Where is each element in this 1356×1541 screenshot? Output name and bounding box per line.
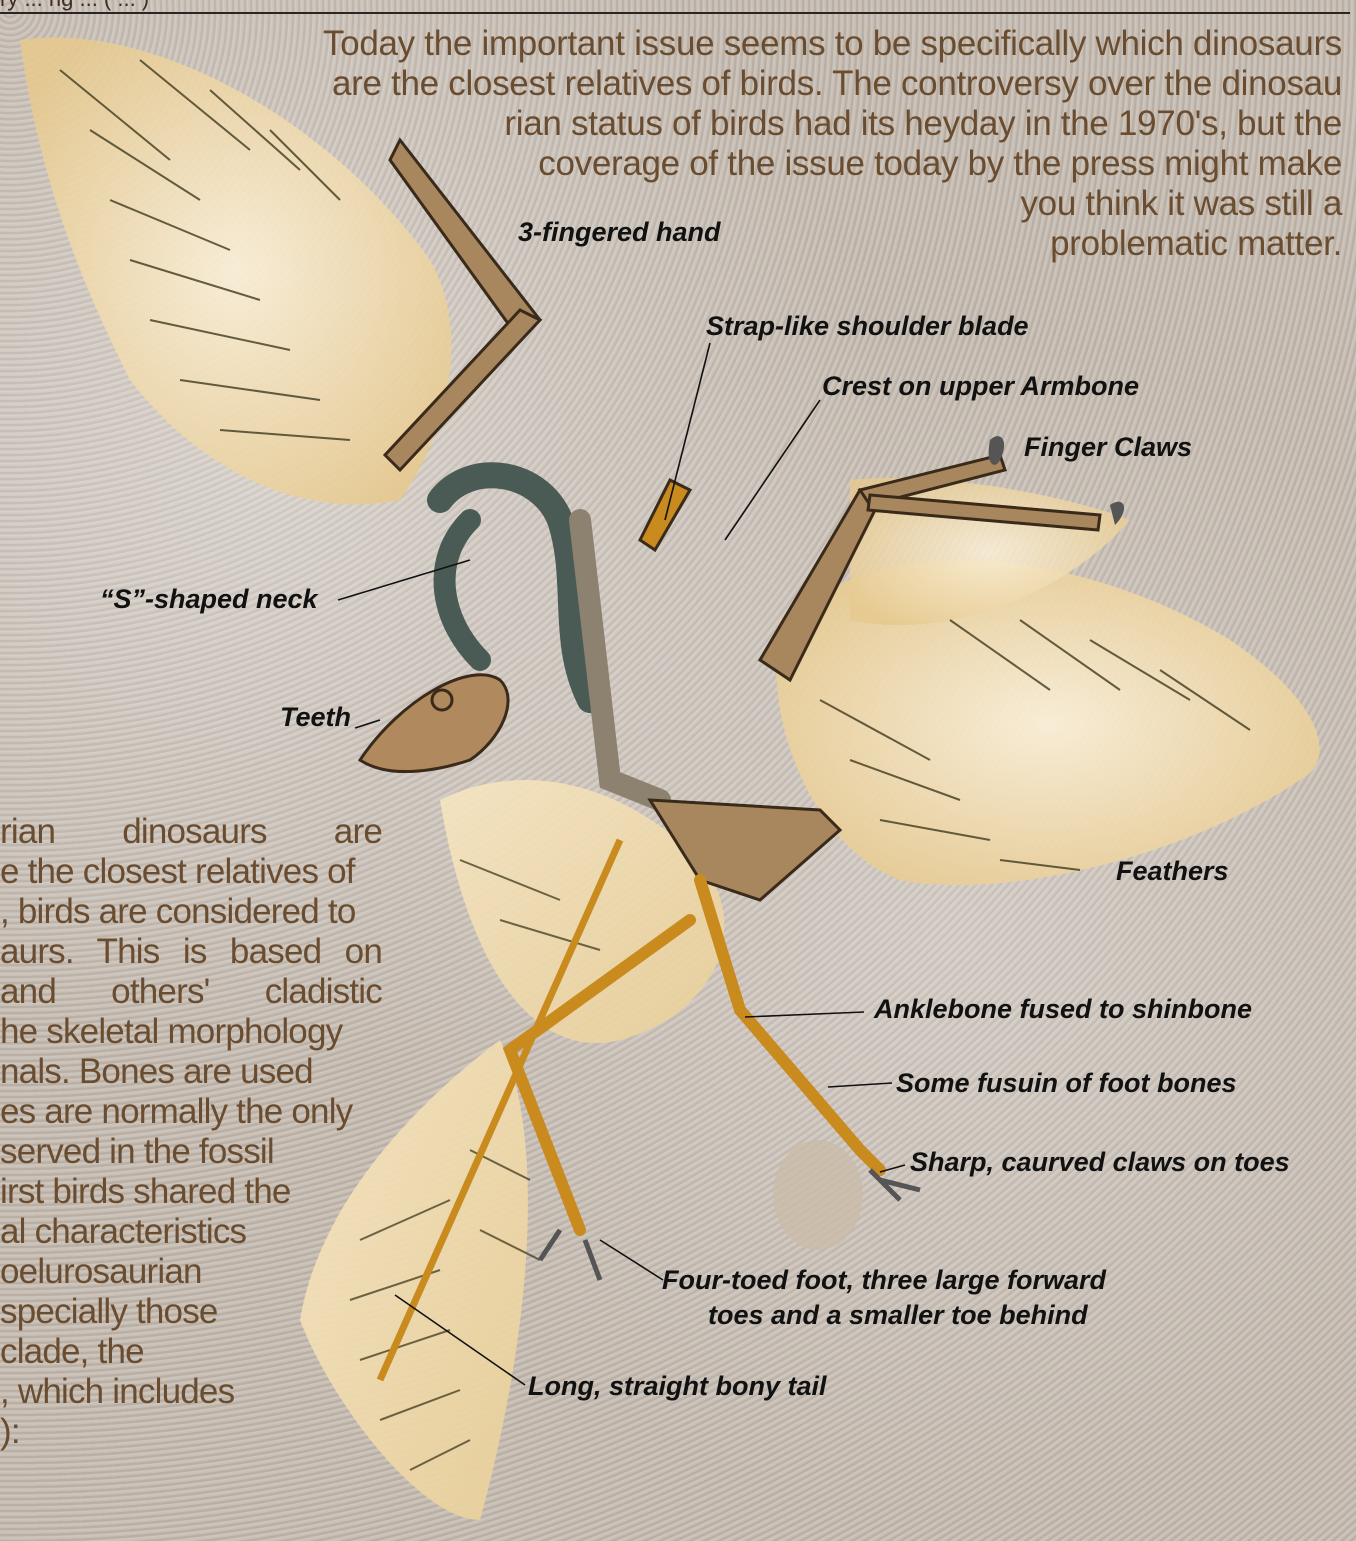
side-line: and others' cladistic	[0, 972, 382, 1012]
side-paragraph: rian dinosaurs are e the closest relativ…	[0, 812, 382, 1452]
side-line: e the closest relatives of	[0, 852, 382, 892]
intro-line: coverage of the issue today by the press…	[192, 144, 1342, 184]
side-line: oelurosaurian	[0, 1252, 382, 1292]
side-line: clade, the	[0, 1332, 382, 1372]
pebble	[773, 1140, 863, 1250]
right-leg	[700, 880, 880, 1170]
side-line: nals. Bones are used	[0, 1052, 382, 1092]
label-toe-claws: Sharp, caurved claws on toes	[910, 1145, 1290, 1179]
intro-line: problematic matter.	[192, 224, 1342, 264]
intro-line: rian status of birds had its heyday in t…	[192, 104, 1342, 144]
shoulder-blade	[640, 480, 690, 550]
label-finger-claws: Finger Claws	[1024, 430, 1192, 464]
label-anklebone: Anklebone fused to shinbone	[874, 992, 1252, 1026]
spine	[580, 520, 660, 800]
side-line: , birds are considered to	[0, 892, 382, 932]
label-s-neck: “S”-shaped neck	[100, 582, 318, 616]
intro-line: are the closest relatives of birds. The …	[192, 64, 1342, 104]
skull	[360, 675, 508, 772]
label-shoulder-blade: Strap-like shoulder blade	[706, 309, 1029, 343]
neck	[440, 475, 590, 700]
side-line: , which includes	[0, 1372, 382, 1412]
intro-paragraph: Today the important issue seems to be sp…	[192, 24, 1342, 264]
label-feathers: Feathers	[1116, 854, 1229, 888]
side-line: served in the fossil	[0, 1132, 382, 1172]
intro-line: Today the important issue seems to be sp…	[192, 24, 1342, 64]
side-line: aurs. This is based on	[0, 932, 382, 972]
intro-line: you think it was still a	[192, 184, 1342, 224]
right-wing	[760, 436, 1320, 885]
label-four-toed-1: Four-toed foot, three large forward	[662, 1263, 1106, 1297]
side-line: he skeletal morphology	[0, 1012, 382, 1052]
side-line: specially those	[0, 1292, 382, 1332]
label-three-fingered-hand: 3-fingered hand	[518, 215, 721, 249]
label-tail: Long, straight bony tail	[528, 1369, 827, 1403]
side-line: irst birds shared the	[0, 1172, 382, 1212]
label-teeth: Teeth	[280, 700, 351, 734]
side-line: ):	[0, 1412, 382, 1452]
side-line: al characteristics	[0, 1212, 382, 1252]
side-line: rian dinosaurs are	[0, 812, 382, 852]
label-four-toed-2: toes and a smaller toe behind	[708, 1298, 1088, 1332]
label-crest-armbone: Crest on upper Armbone	[822, 369, 1139, 403]
side-line: es are normally the only	[0, 1092, 382, 1132]
header-fragment: ry ... ng ... ( ... )	[0, 0, 149, 12]
label-foot-bones: Some fusuin of foot bones	[896, 1066, 1236, 1100]
